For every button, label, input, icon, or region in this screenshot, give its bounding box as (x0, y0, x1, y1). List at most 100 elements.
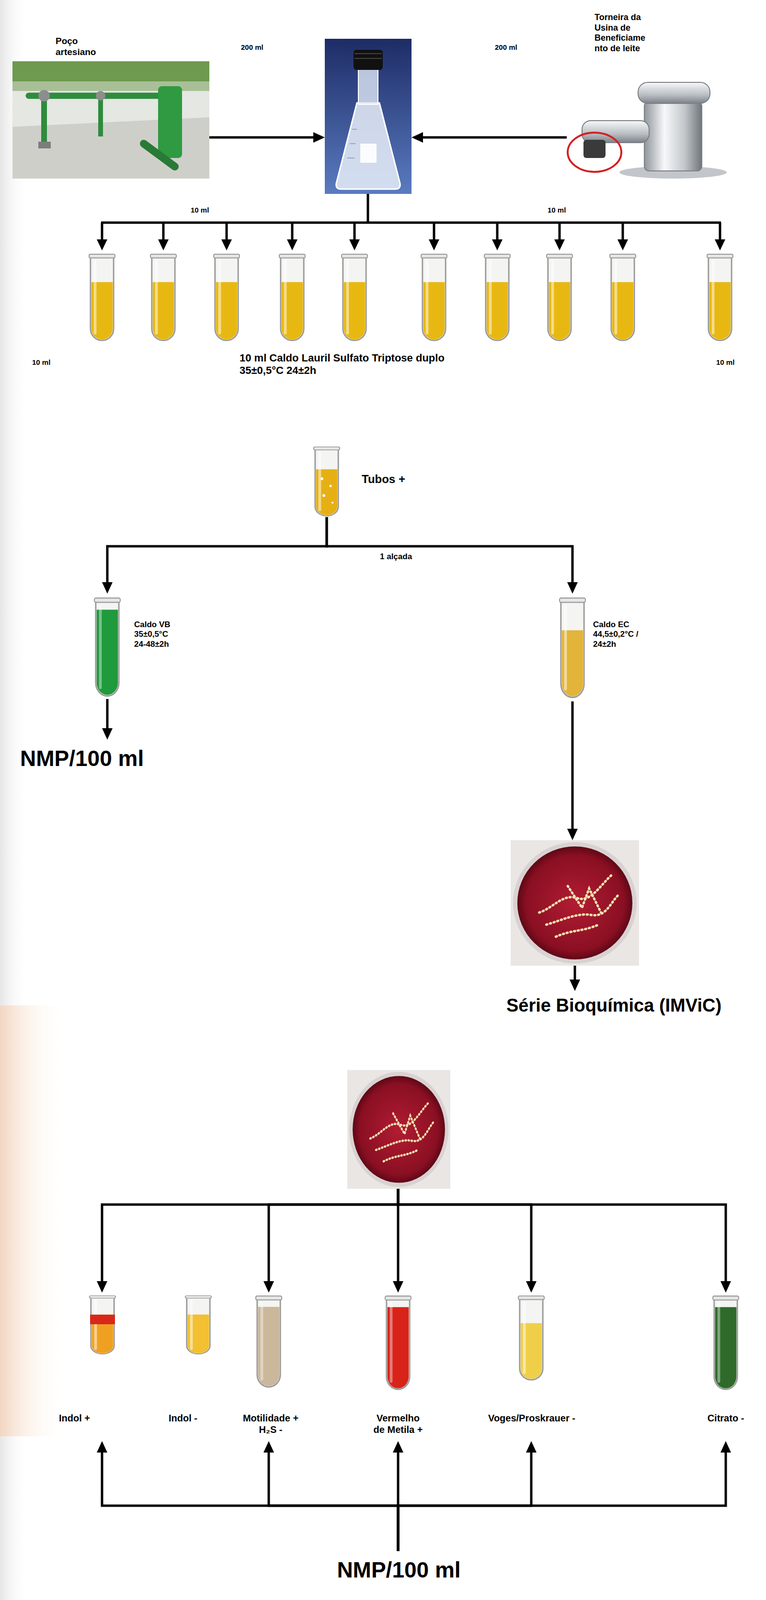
tube-step: Caldo EC 44,5±0,2°C / 24±2h (550, 594, 686, 702)
result-box: NMP/100 ml (14, 740, 163, 779)
test-tube: Motilidade + H₂S - (234, 1293, 307, 1442)
volume-label: 10 ml (189, 205, 211, 215)
connector-line (398, 1189, 726, 1283)
tube-rack-arrows (101, 222, 104, 241)
connector-line (102, 1189, 399, 1283)
volume-label: 1 alçada (378, 552, 414, 562)
arrow-head (96, 1441, 108, 1454)
lst-tubes (546, 254, 573, 341)
faucet-picture (583, 139, 606, 159)
flask-photo (354, 53, 382, 55)
node-label: Poço artesiano (55, 35, 104, 58)
volume-label: 10 ml (714, 358, 736, 367)
connector-arrow (398, 1189, 732, 1294)
lst-tubes (89, 254, 115, 341)
connector-line (326, 517, 573, 584)
positive-tube (313, 447, 340, 517)
tube-rack-arrows (225, 222, 229, 241)
flask-photo (358, 67, 378, 105)
tube-rack-arrows (101, 221, 721, 225)
well-photo (158, 86, 183, 159)
lst-tubes (484, 254, 511, 341)
arrow-head (392, 1281, 404, 1294)
node-label: Vermelho de Metila + (371, 1413, 425, 1437)
well-photo (98, 95, 103, 137)
tube-rack-arrows (496, 222, 499, 241)
tube-rack-arrows (714, 239, 726, 251)
arrow-head (313, 132, 325, 143)
vb-tube (94, 598, 121, 697)
arrow-head (263, 1441, 275, 1454)
flask-photo (324, 38, 412, 195)
connector-arrow (411, 132, 567, 143)
well-photo (95, 91, 106, 101)
source-photo: Poço artesiano (12, 9, 210, 179)
tube-rack-arrows (291, 222, 294, 241)
positive-tube (331, 502, 334, 504)
source-photo: Torneira da Usina de Beneficiame nto de … (566, 9, 749, 179)
lst-tubes (707, 254, 733, 341)
connector-line (571, 701, 574, 831)
connector-line (107, 517, 327, 584)
faucet-picture (567, 82, 727, 179)
lst-tubes (213, 254, 240, 341)
test-tube: Citrato - (694, 1293, 757, 1442)
faucet-picture (638, 82, 710, 104)
tube-rack-arrows (617, 239, 629, 251)
connector-arrow (96, 1441, 399, 1553)
edge-label: 200 ml (493, 43, 519, 52)
test-tube: Indol +Indol - (55, 1293, 226, 1442)
node-label: NMP/100 ml (287, 1557, 511, 1585)
node-label: Caldo EC 44,5±0,2°C / 24±2h (593, 620, 646, 650)
connector-line (366, 194, 370, 223)
connector-arrow (209, 132, 325, 143)
flask-photo (349, 143, 356, 145)
page-shading (0, 0, 68, 1600)
connector-arrow (367, 194, 369, 223)
connector-arrow (392, 1441, 404, 1553)
vb-tube (94, 598, 121, 697)
tube-rack-arrows (554, 239, 565, 251)
flask-photo (360, 143, 377, 163)
flask-photo (336, 102, 401, 190)
positive-tube (322, 494, 326, 498)
connector-line (102, 1452, 399, 1553)
node-label: Torneira da Usina de Beneficiame nto de … (594, 12, 655, 54)
faucet-picture (567, 132, 622, 172)
well-photo (12, 61, 210, 179)
tube-rack-arrows (158, 239, 169, 251)
ec-tube (559, 598, 586, 698)
biochemical-tubes (90, 1315, 115, 1326)
flask-photo (324, 38, 412, 195)
tube-rack-arrows (621, 222, 625, 241)
test-tube: Voges/Proskrauer - (476, 1293, 587, 1442)
connector-line (398, 1452, 726, 1553)
flask-photo (324, 38, 412, 195)
connector-arrow (569, 966, 581, 992)
node-label: 10 ml Caldo Lauril Sulfato Triptose dupl… (239, 352, 470, 378)
faucet-picture (644, 101, 702, 172)
connector-line (397, 1452, 400, 1553)
node-label: Motilidade + H₂S - (239, 1413, 302, 1437)
positive-tube (313, 447, 340, 517)
lst-tubes (279, 254, 306, 341)
arrow-head (567, 582, 578, 595)
edge-label: 200 ml (239, 43, 265, 52)
petri-dish (347, 1070, 451, 1190)
connector-line (573, 966, 577, 982)
arrow-head (720, 1281, 732, 1294)
connector-arrow (398, 1189, 537, 1294)
flask-photo (352, 128, 357, 130)
page-shading (0, 1006, 68, 1438)
petri-dish (347, 1070, 451, 1190)
connector-arrow (102, 699, 113, 741)
ec-tube (559, 598, 586, 698)
flask-photo (353, 49, 383, 70)
connector-arrow (567, 701, 578, 841)
tube-step: Tubos + (306, 443, 436, 518)
test-tube: Vermelho de Metila + (366, 1293, 430, 1442)
tube-rack-arrows (719, 222, 722, 241)
well-photo (38, 90, 50, 102)
